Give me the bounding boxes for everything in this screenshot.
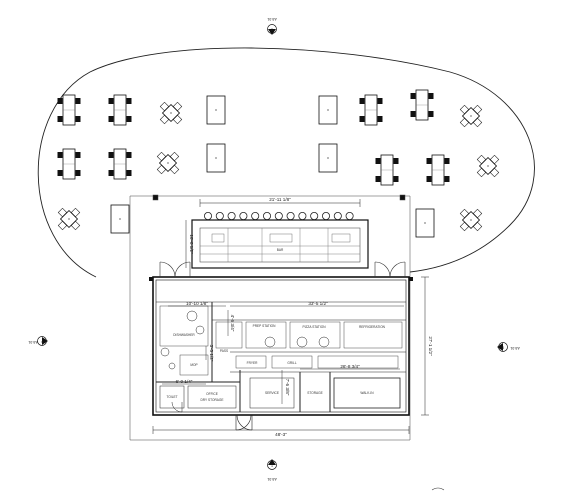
- bar-stools: [203, 211, 354, 220]
- four-top-table: [410, 89, 434, 121]
- bar-stool: [286, 211, 295, 220]
- two-top-table: [57, 207, 81, 231]
- section-top-number: 2: [271, 28, 273, 32]
- interior-partitions: [156, 301, 406, 413]
- toilet-label: TOILET: [166, 395, 177, 399]
- bar-stool: [345, 211, 354, 220]
- two-top-table: [156, 151, 180, 175]
- section-marker-bottom: 1 A5.01: [267, 459, 277, 481]
- service-label: SERVICE: [265, 391, 279, 395]
- bar-stool: [333, 211, 342, 220]
- section-marker-left: 4 A5.01: [28, 336, 48, 346]
- dry-storage-label: DRY STORAGE: [200, 398, 223, 402]
- four-top-table: [108, 94, 132, 126]
- building-frame: [129, 194, 411, 441]
- main-entry-door: [235, 414, 253, 431]
- section-left-sheet: A5.01: [28, 340, 37, 344]
- two-top-table: [459, 104, 483, 128]
- small-span-dimension: 6'-0 1/4": [176, 379, 193, 384]
- two-top-table: [159, 101, 183, 125]
- four-top-table: [359, 94, 383, 126]
- storage-label: STORAGE: [307, 391, 323, 395]
- two-top-table: [459, 208, 483, 232]
- bar-stool: [310, 211, 319, 220]
- overall-width-dimension: 48'-3": [275, 432, 287, 437]
- bar-dimension: 21'-11 1/8" 10'-0 1/2": [185, 197, 361, 268]
- square-table: [318, 143, 338, 173]
- section-marker-top: 2 A5.01: [267, 17, 277, 35]
- patio-outline: [37, 47, 535, 278]
- section-right-sheet: A5.01: [510, 346, 519, 350]
- four-top-table: [375, 154, 399, 186]
- section-top-sheet: A5.01: [267, 17, 276, 21]
- four-top-table: [57, 94, 81, 126]
- pizza-station-label: PIZZA STATION: [302, 325, 326, 329]
- bar-stool: [262, 211, 271, 220]
- side-doors: [159, 261, 406, 278]
- square-table: [206, 143, 226, 173]
- section-marker-right: 3 A5.01: [497, 342, 520, 352]
- section-right-number: 3: [502, 346, 504, 350]
- bar-stool: [215, 211, 224, 220]
- two-top-table: [476, 154, 500, 178]
- pass-depth-dimension: 7'-6 3/8": [285, 379, 290, 396]
- bar-stool: [251, 211, 260, 220]
- bar-depth-dimension: 10'-0 1/2": [189, 234, 194, 254]
- square-table: [318, 95, 338, 125]
- bar-stool: [321, 211, 330, 220]
- counter-run-dimension: 26'-8 3/4": [340, 364, 360, 369]
- fryer-label: FRYER: [247, 361, 258, 365]
- bar-width-dimension: 21'-11 1/8": [269, 197, 291, 202]
- bar-block: BAR: [191, 219, 369, 269]
- bar-stool: [274, 211, 283, 220]
- exterior-dimensions: 27'-1 1/2" 48'-3": [152, 276, 433, 437]
- bar-stool: [298, 211, 307, 220]
- square-table: [415, 208, 435, 238]
- patio-tables: [57, 89, 500, 238]
- section-bottom-sheet: A5.01: [267, 477, 276, 481]
- interior-left-width-dimension: 10'-10 1/8": [186, 301, 208, 306]
- line-depth-dimension: 3'-5 1/2": [209, 345, 214, 362]
- four-top-table: [57, 148, 81, 180]
- walk-in-label: WALK-IN: [360, 391, 374, 395]
- bar-stool: [227, 211, 236, 220]
- dishwasher-label: DISHWASHER: [173, 333, 195, 337]
- square-table: [110, 204, 130, 234]
- kitchen-walls: [149, 276, 413, 416]
- bar-label: BAR: [277, 248, 284, 252]
- section-bottom-number: 1: [271, 464, 273, 468]
- bar-stool: [203, 211, 212, 220]
- refrigeration-label: REFRIGERATION: [359, 325, 386, 329]
- office-label: OFFICE: [206, 392, 218, 396]
- kitchen-depth-dimension: 27'-1 1/2": [428, 336, 433, 356]
- interior-right-width-dimension: 33'-5 1/2": [308, 301, 328, 306]
- section-left-number: 4: [41, 340, 43, 344]
- mop-label: MOP: [190, 363, 197, 367]
- edge-mark: [431, 487, 445, 491]
- four-top-table: [426, 154, 450, 186]
- prep-offset-dimension: 4'-6 3/4": [230, 315, 235, 332]
- bar-stool: [239, 211, 248, 220]
- square-table: [206, 95, 226, 125]
- interior-dimensions: 10'-10 1/8" 33'-5 1/2" 4'-6 3/4" 3'-5 1/…: [162, 301, 404, 404]
- four-top-table: [108, 148, 132, 180]
- prep-station-label: PREP STATION: [253, 324, 277, 328]
- grill-label: GRILL: [287, 361, 296, 365]
- pass-label: PASS: [220, 349, 228, 353]
- room-labels: DISHWASHER PREP STATION PASS PIZZA STATI…: [166, 324, 385, 402]
